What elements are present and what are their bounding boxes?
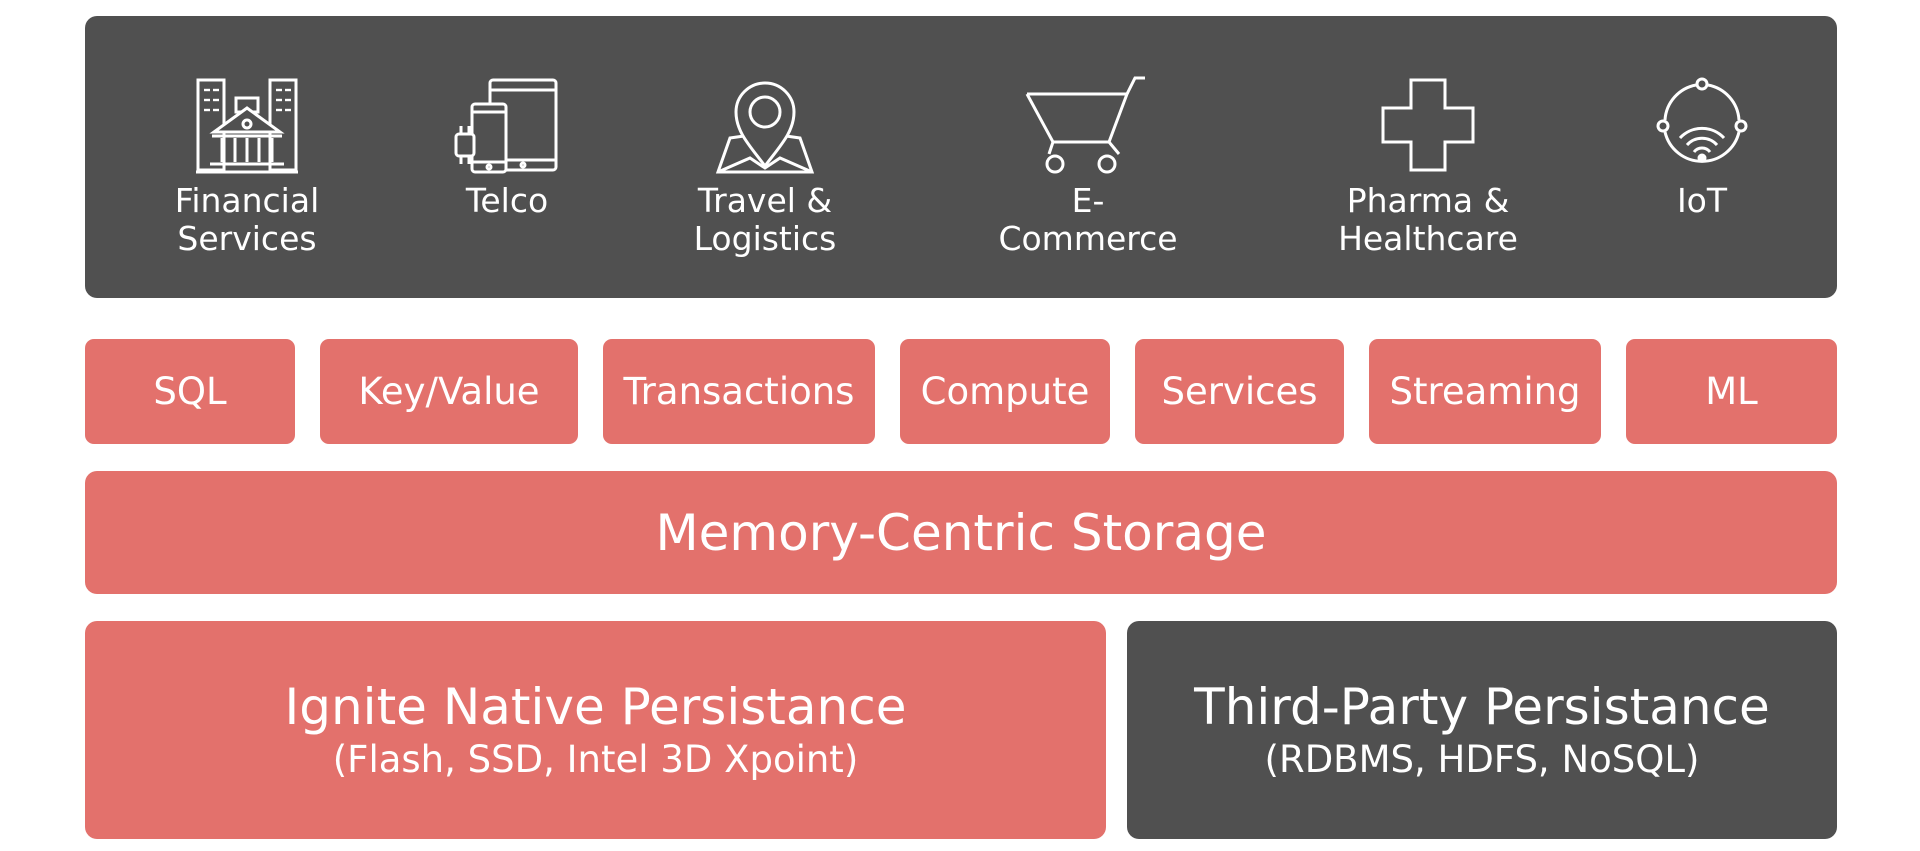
- map-pin-icon: [715, 81, 815, 174]
- industry-label: Travel & Logistics: [693, 181, 837, 258]
- industry-label: Telco: [465, 181, 549, 220]
- third-party-persistence-title: Third-Party Persistance: [1194, 678, 1770, 736]
- industry-label: Pharma & Healthcare: [1338, 181, 1518, 258]
- bank-buildings-icon: [196, 78, 298, 174]
- api-streaming: Streaming: [1369, 339, 1601, 444]
- industry-label: E-Commerce: [998, 181, 1178, 258]
- api-sql: SQL: [85, 339, 295, 444]
- api-key-value: Key/Value: [320, 339, 578, 444]
- api-transactions: Transactions: [603, 339, 875, 444]
- industry-financial-services: Financial Services: [147, 76, 347, 258]
- medical-cross-icon: [1381, 78, 1475, 172]
- industries-panel: Financial Services Telco Travel & Logist…: [85, 16, 1837, 298]
- native-persistence-subtitle: (Flash, SSD, Intel 3D Xpoint): [332, 738, 859, 781]
- industry-label: Financial Services: [174, 181, 320, 258]
- industry-iot: IoT: [1602, 76, 1802, 220]
- industry-telco: Telco: [407, 76, 607, 220]
- third-party-persistence-box: Third-Party Persistance (RDBMS, HDFS, No…: [1127, 621, 1837, 839]
- third-party-persistence-subtitle: (RDBMS, HDFS, NoSQL): [1264, 738, 1700, 781]
- industry-pharma-healthcare: Pharma & Healthcare: [1328, 76, 1528, 258]
- industry-label: IoT: [1676, 181, 1728, 220]
- native-persistence-title: Ignite Native Persistance: [284, 678, 907, 736]
- api-compute: Compute: [900, 339, 1110, 444]
- memory-centric-storage: Memory-Centric Storage: [85, 471, 1837, 594]
- devices-icon: [454, 78, 558, 174]
- iot-wifi-icon: [1656, 77, 1748, 163]
- api-ml: ML: [1626, 339, 1837, 444]
- industry-travel-logistics: Travel & Logistics: [665, 76, 865, 258]
- shopping-cart-icon: [1025, 76, 1145, 174]
- industry-e-commerce: E-Commerce: [988, 76, 1188, 258]
- native-persistence-box: Ignite Native Persistance (Flash, SSD, I…: [85, 621, 1106, 839]
- api-services: Services: [1135, 339, 1344, 444]
